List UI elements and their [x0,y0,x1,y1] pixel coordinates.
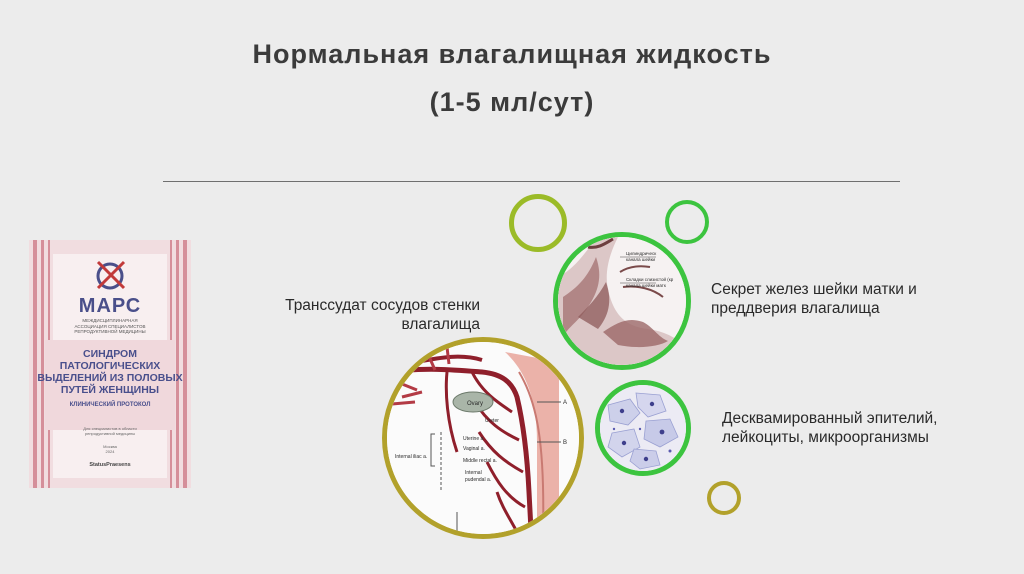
decorative-ring-large [509,194,567,252]
anatomy-marker-b: B [563,440,567,446]
label-transudate: Транссудат сосудов стенки влагалища [285,297,480,333]
anatomy-middle-rectal-label: Middle rectal a. [463,458,497,464]
book-cover-image: МАРС МЕЖДИСЦИПЛИНАРНАЯ АССОЦИАЦИЯ СПЕЦИА… [29,240,191,488]
book-title: СИНДРОМ ПАТОЛОГИЧЕСКИХ ВЫДЕЛЕНИЙ ИЗ ПОЛО… [37,348,183,396]
anatomy-uterine-label: Uterine a. [463,436,485,442]
anatomy-internal-pudendal-label-1: Internal [465,470,482,476]
anatomy-vessels-image: Ovary Ureter Uterine a. Vaginal a. Inter… [382,337,584,539]
anatomy-marker-a: A [563,400,567,406]
mars-logo-icon [29,254,191,294]
book-title-band [45,340,175,430]
cervix-histology-image: Цилиндрическ канала шейки Складки слизис… [553,232,691,370]
anatomy-internal-pudendal-label-2: pudendal a. [465,477,491,483]
decorative-ring-green [665,200,709,244]
anatomy-internal-iliac-label: Internal iliac a. [395,454,427,460]
slide-title: Нормальная влагалищная жидкость (1-5 мл/… [0,30,1024,126]
cover-stripe [183,240,187,488]
book-city-year: Москва 2024 [103,444,117,454]
cervix-label-2: канала шейки [626,256,656,262]
cover-stripe [33,240,37,488]
label-epithelium: Десквамированный эпителий, лейкоциты, ми… [722,410,938,446]
cover-stripe [41,240,44,488]
cervix-label-4: канала шейки матк [626,282,666,288]
decorative-ring-small [707,481,741,515]
title-line-1: Нормальная влагалищная жидкость [252,39,772,69]
book-org-name: МАРС [78,295,142,317]
label-secretion: Секрет желез шейки матки и преддверия вл… [711,281,917,317]
anatomy-ureter-label: Ureter [485,418,499,424]
smear-microscopy-image [595,380,691,476]
cervix-label-1: Цилиндрическ [626,251,656,256]
book-publisher: StatusPraesens [89,462,131,468]
book-subtitle: КЛИНИЧЕСКИЙ ПРОТОКОЛ [69,402,151,408]
cover-stripe [176,240,179,488]
title-line-2: (1-5 мл/сут) [429,87,595,117]
book-note: Для специалистов в области репродуктивно… [83,426,137,436]
title-divider [163,181,900,182]
cervix-label-3: Складки слизистой (кр [626,276,674,282]
anatomy-vaginal-label: Vaginal a. [463,446,485,452]
book-org-subtitle: МЕЖДИСЦИПЛИНАРНАЯ АССОЦИАЦИЯ СПЕЦИАЛИСТО… [74,318,146,334]
anatomy-ovary-label: Ovary [467,401,483,407]
